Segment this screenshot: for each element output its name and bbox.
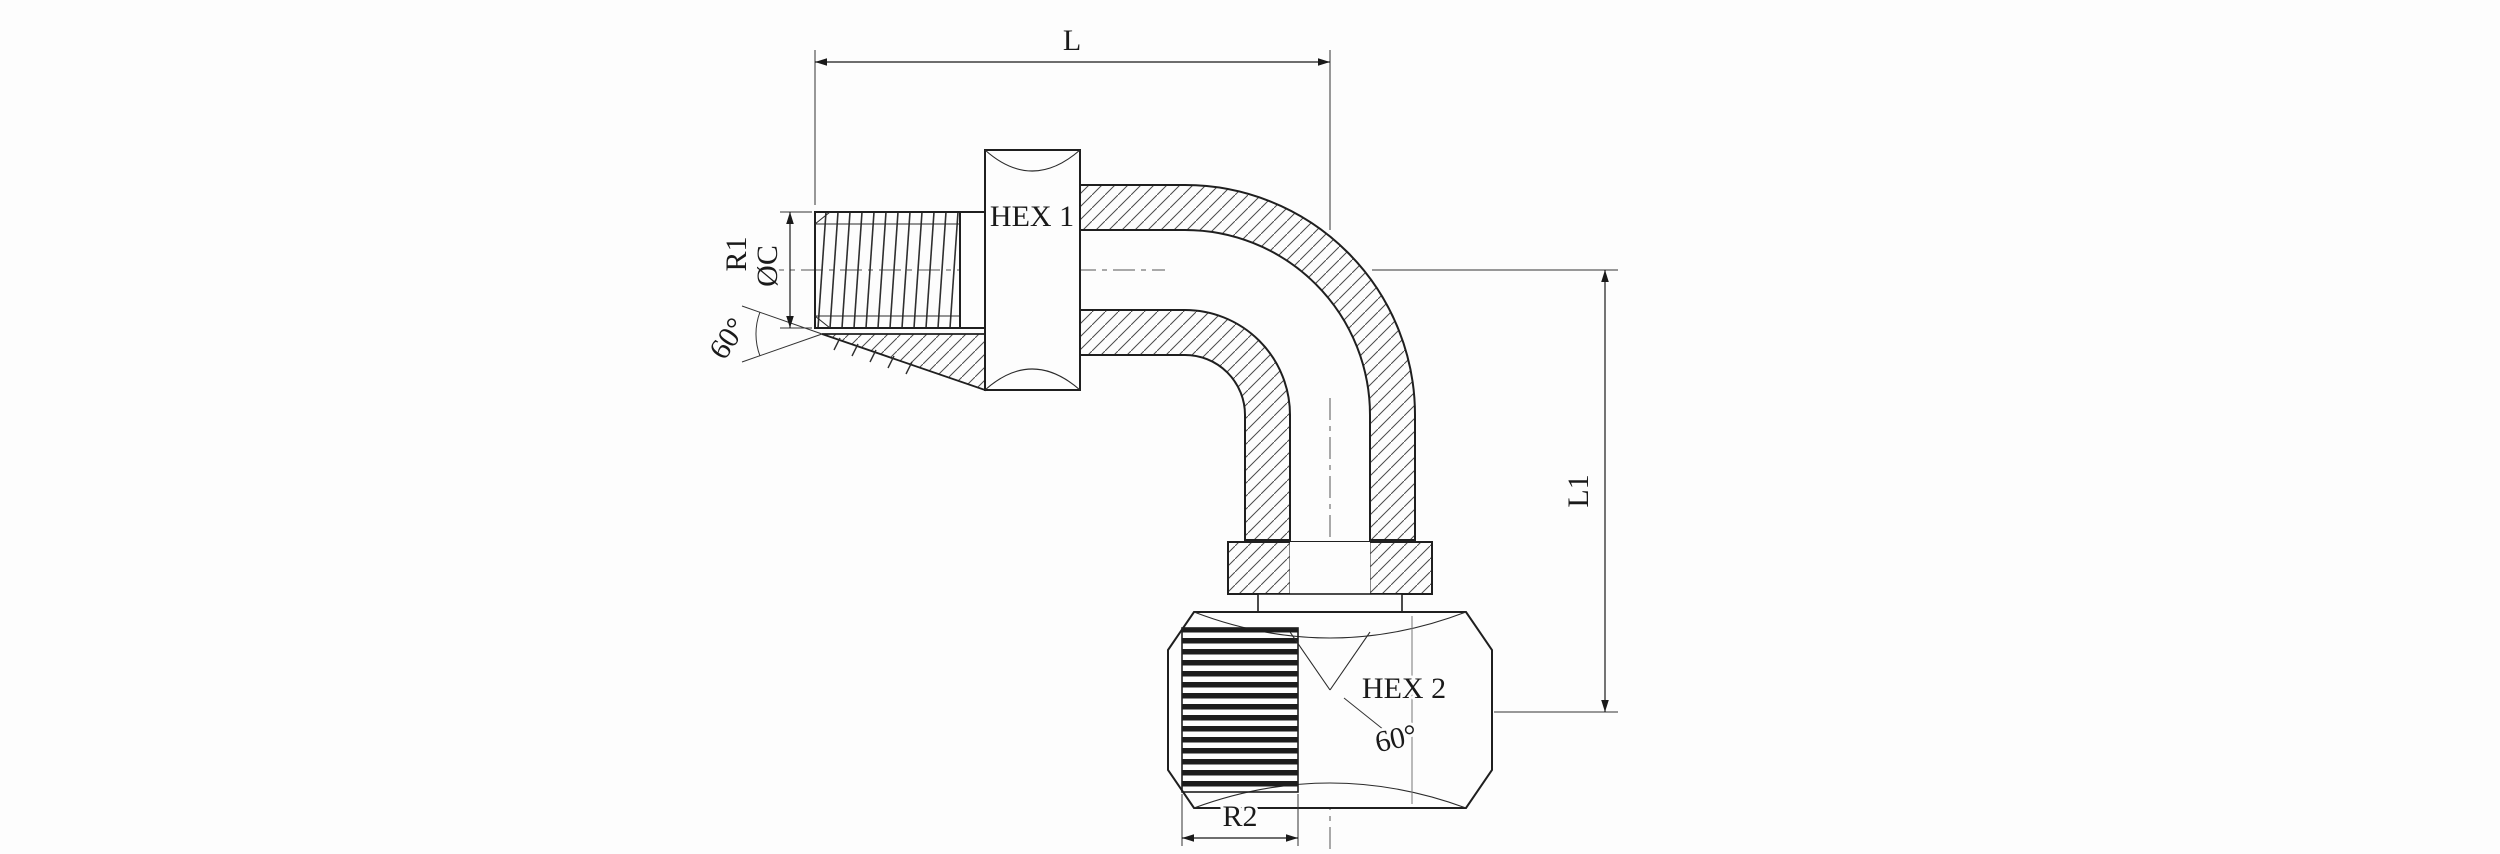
dim-label-l1: L1 bbox=[1562, 474, 1595, 507]
cone-angle-construction bbox=[741, 305, 823, 363]
dimension-thread-diameter: R1 ØC bbox=[717, 211, 812, 329]
dimension-l1: L1 bbox=[1372, 269, 1618, 713]
seat-cone-line-right bbox=[1329, 631, 1371, 691]
male-thread bbox=[814, 211, 961, 329]
hex2-label: HEX 2 bbox=[1362, 672, 1446, 705]
collar-neck bbox=[1257, 593, 1403, 613]
female-thread-section bbox=[1181, 627, 1299, 793]
hex1-label: HEX 1 bbox=[990, 200, 1074, 233]
diameter-c-label: ØC bbox=[751, 245, 784, 287]
seat-cone bbox=[1289, 631, 1385, 731]
dim-label-l: L bbox=[1063, 24, 1081, 57]
dim-label-r2: R2 bbox=[1222, 800, 1257, 833]
cone-angle-label: 60° bbox=[703, 312, 754, 365]
hex2-bottom-chamfer-arc bbox=[1193, 782, 1467, 809]
hex1-bottom-chamfer-arc bbox=[984, 368, 1081, 391]
seat-angle-leader bbox=[1343, 697, 1385, 731]
thread-chamfer-top bbox=[814, 211, 831, 225]
dimension-l: L bbox=[814, 21, 1331, 230]
cone-thread-ticks bbox=[833, 337, 913, 375]
thread-chamfer-bottom bbox=[814, 315, 831, 329]
thread-size-label-r1: R1 bbox=[720, 236, 753, 271]
inner-wall-section bbox=[1079, 309, 1291, 541]
seat-cone-line-left bbox=[1289, 631, 1331, 691]
male-end bbox=[741, 149, 1081, 392]
outer-wall-section bbox=[1079, 184, 1416, 541]
cone-transition-section bbox=[821, 333, 986, 392]
collar-bore bbox=[1290, 542, 1370, 594]
swivel-nut bbox=[1167, 611, 1493, 809]
hex2-top-chamfer-arc bbox=[1193, 611, 1467, 639]
thread-shank bbox=[959, 211, 986, 329]
swivel-collar bbox=[1227, 541, 1433, 613]
dimension-r2: R2 bbox=[1181, 794, 1299, 846]
hex1-top-chamfer-arc bbox=[984, 149, 1081, 172]
hex1-outline bbox=[984, 149, 1081, 391]
